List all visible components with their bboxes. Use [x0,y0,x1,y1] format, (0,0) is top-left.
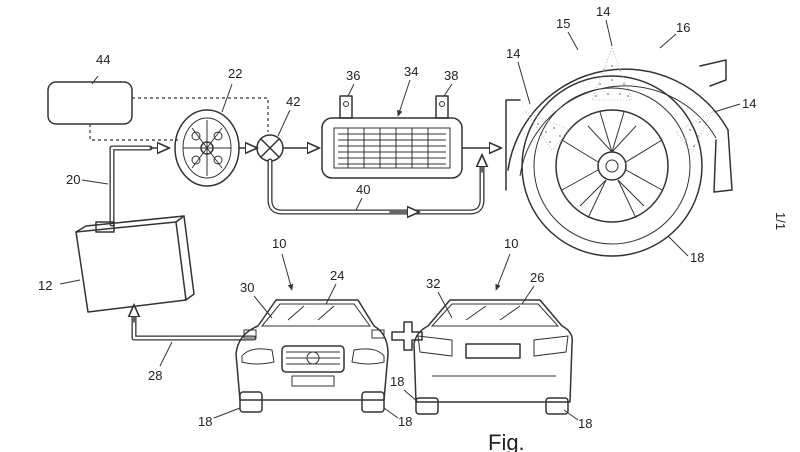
label-vehicle-front: 10 [272,236,286,251]
spray-left [524,111,571,151]
cooler-inlet [339,95,353,119]
pump [174,109,240,187]
label-tire-front-right: 18 [398,414,412,429]
bypass-line [267,158,485,215]
label-front-panel: 30 [240,280,254,295]
return-line [131,313,257,341]
label-tank: 12 [38,278,52,293]
spray-right [675,111,713,153]
spray-top [591,46,633,101]
label-windshield: 24 [330,268,344,283]
tire [521,75,703,257]
tire-rear-right [545,397,569,415]
label-vehicle-rear: 10 [504,236,518,251]
label-nozzle-top: 14 [596,4,610,19]
label-controller: 44 [96,52,110,67]
label-fender: 16 [676,20,690,35]
label-cooler: 34 [404,64,418,79]
tire-front-right [361,391,385,413]
grille [281,345,345,373]
plus-icon [391,321,423,351]
hub [597,151,627,181]
rear-window [430,303,560,327]
label-feed-line: 20 [66,172,80,187]
label-bypass: 40 [356,182,370,197]
label-wheel-arch: 15 [556,16,570,31]
label-tire-wheel: 18 [690,250,704,265]
rim [555,109,669,223]
label-nozzle-right: 14 [742,96,756,111]
fender-outer [507,68,729,171]
windshield [260,303,371,327]
cooler [321,117,463,179]
label-tire-rear-left: 18 [390,374,404,389]
label-rear-window: 26 [530,270,544,285]
control-line-valve [132,97,269,132]
cooler-outlet [435,95,449,119]
valve [256,134,284,162]
controller [47,81,133,125]
license-plate [465,343,521,359]
label-nozzle-left: 14 [506,46,520,61]
label-pump: 22 [228,66,242,81]
tire-front-left [239,391,263,413]
vehicle-front [235,299,389,413]
vehicle-rear [413,299,574,415]
label-return-line: 28 [148,368,162,383]
wheel-assembly [505,59,733,257]
label-rear-panel: 32 [426,276,440,291]
figure-caption: Fig. [488,430,525,452]
label-cooler-inlet: 36 [346,68,360,83]
label-valve: 42 [286,94,300,109]
sheet-number: 1/1 [773,212,788,230]
control-line-pump [89,124,178,141]
feed-line [109,145,153,227]
label-tire-rear-right: 18 [578,416,592,431]
label-cooler-outlet: 38 [444,68,458,83]
label-tire-front-left: 18 [198,414,212,429]
tire-rear-left [415,397,439,415]
tank [75,215,195,313]
